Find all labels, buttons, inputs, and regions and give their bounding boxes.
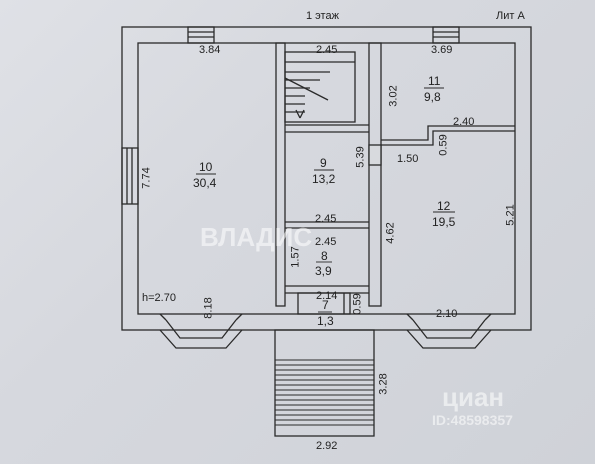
dim-step-width: 1.50	[397, 153, 419, 165]
dim-height-note: h=2.70	[142, 292, 176, 304]
room-7-area: 1,3	[317, 314, 334, 328]
window-top-right	[432, 26, 460, 44]
wall-right-core	[368, 42, 382, 307]
dim-room9-bottom: 2.45	[315, 213, 337, 225]
window-left	[121, 147, 139, 205]
room-12-number: 12	[437, 199, 451, 213]
dim-bay-left: 8.18	[202, 297, 215, 319]
bay-right	[406, 329, 492, 349]
dim-top-mid: 2.45	[316, 44, 338, 56]
dim-porch-width: 2.92	[316, 440, 338, 452]
room-11-area: 9,8	[424, 90, 441, 104]
dim-room11-side: 3.02	[387, 85, 400, 107]
dim-room8-top: 2.45	[315, 236, 337, 248]
porch-stairs	[274, 329, 375, 437]
room-9-area: 13,2	[312, 172, 336, 186]
dim-room7-side: 0.59	[351, 293, 364, 315]
dim-top-right: 3.69	[431, 44, 453, 56]
room-8-area: 3,9	[315, 264, 332, 278]
dim-step-height: 0.59	[437, 134, 450, 156]
dim-room12-left: 4.62	[384, 222, 397, 244]
dim-room9-side: 5.39	[354, 146, 367, 168]
dim-room12-top: 2.40	[453, 116, 475, 128]
window-top-left	[187, 26, 215, 44]
dim-porch-length: 3.28	[377, 373, 390, 395]
staircase	[284, 51, 356, 123]
floor-title: 1 этаж	[306, 10, 339, 22]
room-8-number: 8	[321, 249, 328, 263]
dim-bay-right: 2.10	[436, 308, 458, 320]
lit-label: Лит А	[496, 10, 525, 22]
porch-treads	[275, 359, 374, 426]
watermark-id: ID:48598357	[432, 412, 513, 428]
bay-left	[159, 329, 243, 349]
watermark-brand: ВЛАДИС	[200, 222, 313, 252]
room-7-number: 7	[322, 298, 329, 312]
dim-room12-right: 5.21	[504, 204, 517, 226]
wall-left-core	[275, 42, 286, 307]
room-7-box	[297, 292, 351, 315]
dim-top-left: 3.84	[199, 44, 221, 56]
dim-left-height: 7.74	[140, 167, 153, 189]
room-10-area: 30,4	[193, 176, 217, 190]
room-11-number: 11	[428, 74, 441, 88]
room-9-number: 9	[320, 156, 327, 170]
dim-room7-top: 2.14	[316, 290, 338, 302]
dim-room8-side: 1.57	[289, 246, 302, 268]
room-10-number: 10	[199, 160, 213, 174]
watermark-cian: циан	[442, 382, 505, 412]
room-12-area: 19,5	[432, 215, 456, 229]
